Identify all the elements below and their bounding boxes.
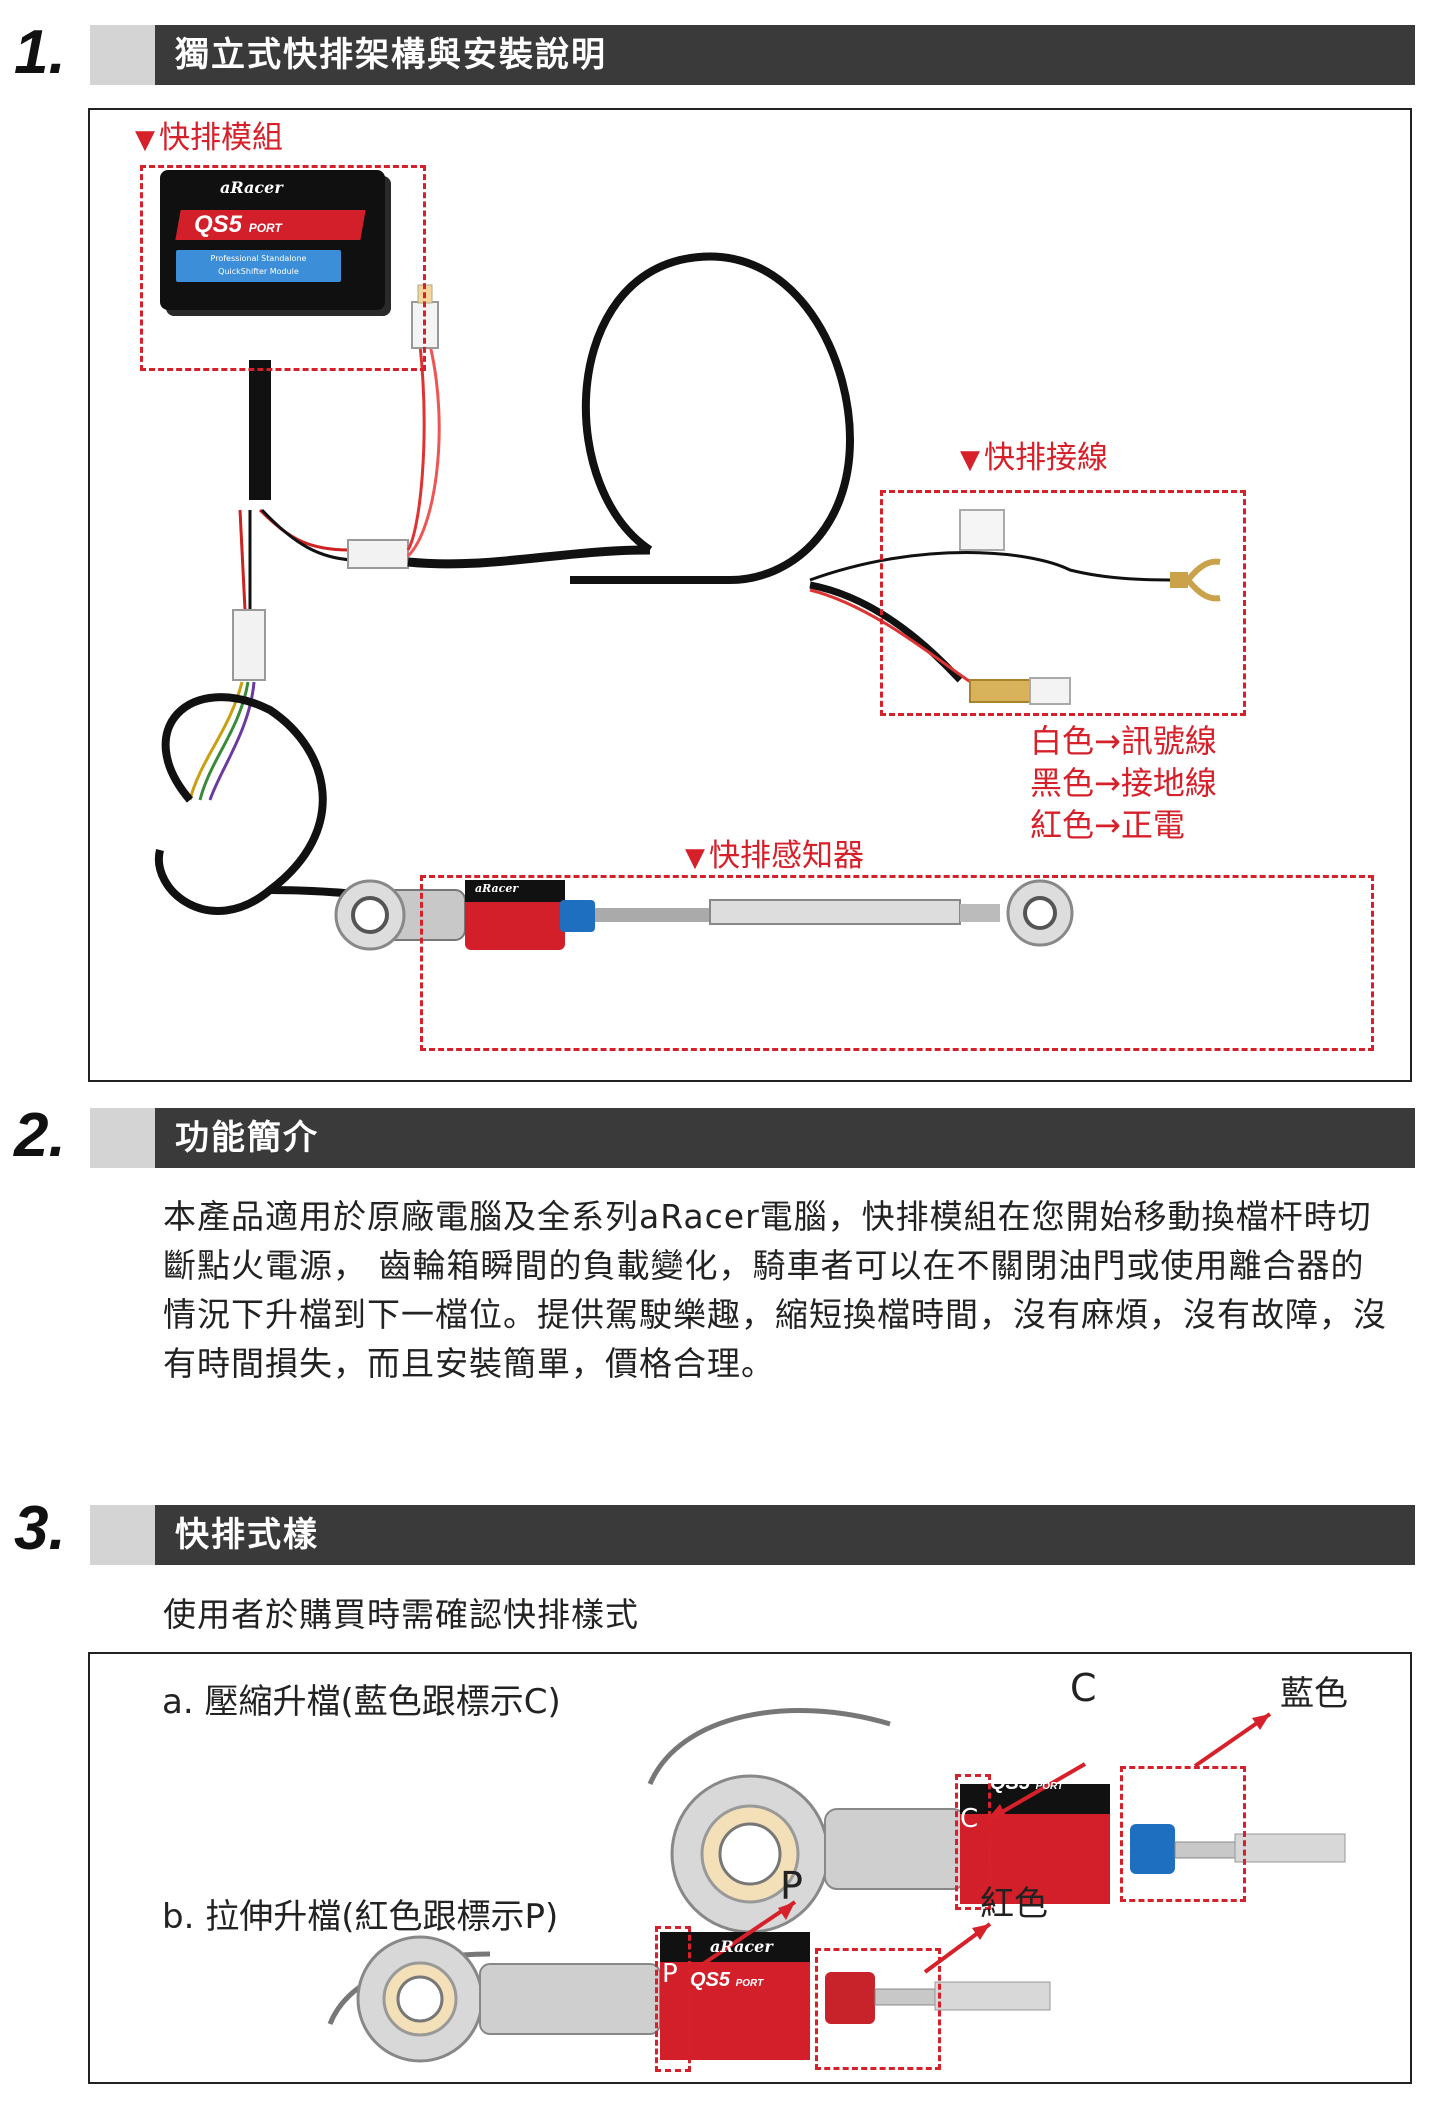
section-number: 3. xyxy=(14,1494,66,1563)
sensor-brand: aRacer xyxy=(475,882,519,895)
sensor-label-text: 快排感知器 xyxy=(709,838,864,874)
mark-p-callout: P xyxy=(780,1864,803,1908)
module-caption-panel: Professional Standalone QuickShifter Mod… xyxy=(176,250,341,282)
triangle-down-icon: ▼ xyxy=(960,445,980,475)
mark-c-on-sensor: C xyxy=(960,1804,979,1834)
red-callout: 紅色 xyxy=(980,1884,1048,1924)
mark-p-on-sensor: P xyxy=(662,1959,678,1989)
section-header: 獨立式快排架構與安裝說明 xyxy=(90,25,1415,85)
white-connector-icon xyxy=(959,509,1005,551)
section-number: 1. xyxy=(14,18,66,87)
module-label-text: 快排模組 xyxy=(159,120,283,156)
legend-white-signal: 白色→訊號線 xyxy=(1030,722,1217,760)
mark-c-callout: C xyxy=(1070,1666,1097,1710)
tension-mark-highlight xyxy=(655,1926,691,2072)
fork-terminal-icon xyxy=(1170,558,1221,602)
sensor-highlight xyxy=(420,875,1374,1051)
wiring-drawing xyxy=(154,252,1221,951)
sensor-b-icon xyxy=(327,1932,1051,2063)
sensor-b-model-suffix: PORT xyxy=(735,1978,764,1989)
sensor-rod-icon xyxy=(334,879,1074,951)
module-model-suffix: PORT xyxy=(248,221,282,235)
module-brand: aRacer xyxy=(220,178,283,197)
triangle-down-icon: ▼ xyxy=(135,125,155,155)
sensor-a-brand: aRacer xyxy=(1010,1750,1073,1769)
section-title: 功能簡介 xyxy=(175,1118,319,1158)
sensor-a-model-suffix: PORT xyxy=(1035,1781,1064,1792)
section-header: 功能簡介 xyxy=(90,1108,1415,1168)
wire-color-legend: 白色→訊號線 黑色→接地線 紅色→正電 xyxy=(1030,720,1217,846)
module-label: ▼快排模組 xyxy=(135,112,283,157)
option-a-label: a. 壓縮升檔(藍色跟標示C) xyxy=(162,1682,561,1722)
section-title: 獨立式快排架構與安裝說明 xyxy=(175,35,607,75)
triangle-down-icon: ▼ xyxy=(685,843,705,873)
legend-red-positive: 紅色→正電 xyxy=(1030,806,1185,844)
wiring-highlight xyxy=(880,490,1246,716)
red-collar-highlight xyxy=(815,1948,941,2070)
sensor-b-model: QS5 PORT xyxy=(690,1969,763,1992)
module-caption-line1: Professional Standalone xyxy=(210,254,307,263)
module-caption-line2: QuickShifter Module xyxy=(218,267,299,276)
architecture-diagram: aRacer QS5 PORT Professional Standalone … xyxy=(88,108,1412,1082)
sensor-b-brand: aRacer xyxy=(710,1937,773,1956)
intro-paragraph: 本產品適用於原廠電腦及全系列aRacer電腦，快排模組在您開始移動換檔杆時切斷點… xyxy=(163,1197,1387,1383)
header-accent xyxy=(90,25,155,85)
option-b-label: b. 拉伸升檔(紅色跟標示P) xyxy=(162,1897,559,1937)
sensor-a-model: QS5 PORT xyxy=(990,1772,1063,1795)
blue-collar-highlight xyxy=(1120,1766,1246,1902)
wiring-label: ▼快排接線 xyxy=(960,432,1108,477)
sensor-photos xyxy=(327,1708,1346,2063)
sensor-b-model-text: QS5 xyxy=(690,1969,731,1991)
compression-mark-highlight xyxy=(955,1774,991,1910)
spade-terminal-icon xyxy=(969,677,1071,705)
style-intro: 使用者於購買時需確認快排樣式 xyxy=(163,1595,639,1634)
blue-callout: 藍色 xyxy=(1280,1674,1348,1714)
header-accent xyxy=(90,1505,155,1565)
module-model: QS5 PORT xyxy=(194,210,282,243)
module-highlight xyxy=(140,165,426,371)
quickshift-module: aRacer QS5 PORT Professional Standalone … xyxy=(160,170,385,310)
legend-black-ground: 黑色→接地線 xyxy=(1030,764,1217,802)
sensor-a-icon xyxy=(647,1708,1346,1934)
sensor-a-model-text: QS5 xyxy=(990,1772,1031,1794)
section-title: 快排式樣 xyxy=(175,1515,319,1555)
section-header: 快排式樣 xyxy=(90,1505,1415,1565)
shifter-styles-box: aRacer QS5 PORT aRacer QS5 PORT a. 壓縮升檔(… xyxy=(88,1652,1412,2084)
section-number: 2. xyxy=(14,1101,66,1170)
wiring-label-text: 快排接線 xyxy=(984,440,1108,476)
sensor-label: ▼快排感知器 xyxy=(685,830,864,875)
header-accent xyxy=(90,1108,155,1168)
module-model-text: QS5 xyxy=(194,211,243,238)
